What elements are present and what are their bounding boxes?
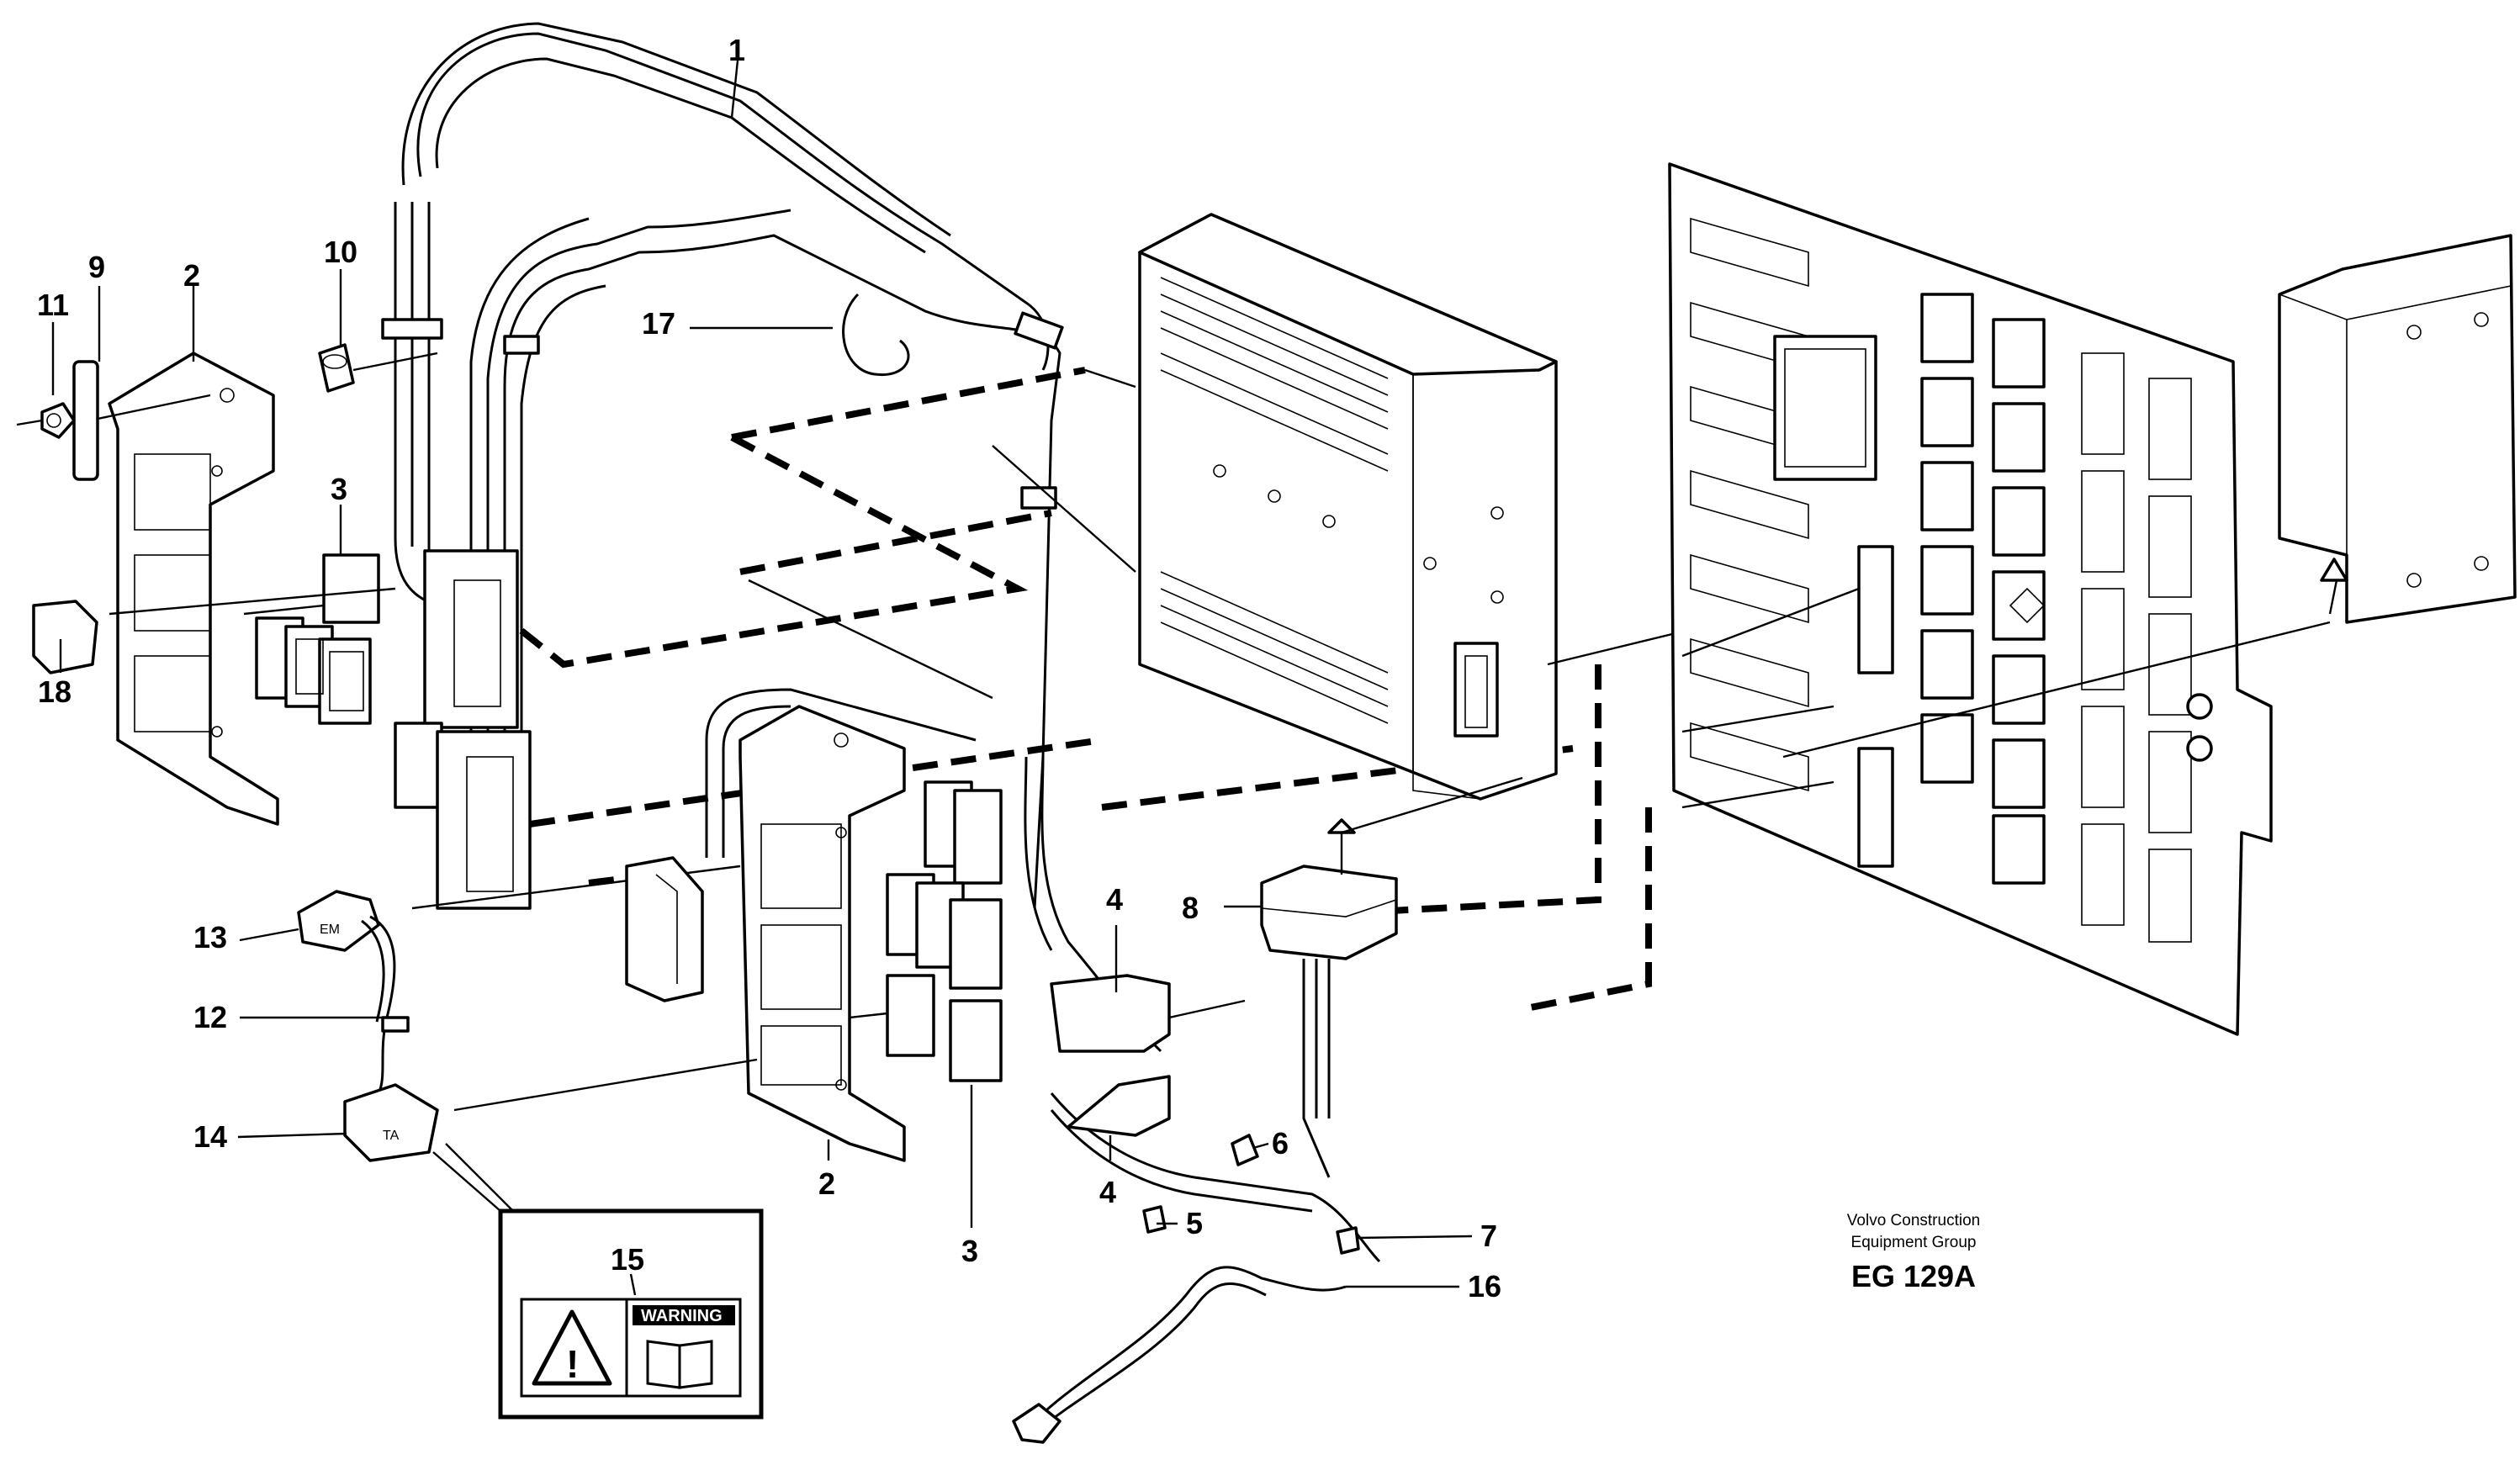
callout-6: 6 — [1272, 1126, 1289, 1161]
callout-2-left: 2 — [183, 258, 200, 293]
relay-group-center — [849, 780, 1003, 1082]
harness-connectors-left — [109, 549, 532, 910]
caption-line-2: Equipment Group — [1851, 1234, 1977, 1251]
callout-2-center: 2 — [818, 1166, 835, 1201]
callout-5: 5 — [1186, 1206, 1203, 1240]
plug-connector-small — [32, 600, 98, 674]
em-connector-label: EM — [320, 923, 340, 937]
relay-circuit-board — [1668, 162, 2273, 1036]
relay-group-left — [243, 553, 380, 725]
small-terminals — [1142, 1134, 1360, 1255]
callout-14: 14 — [193, 1119, 227, 1154]
callout-numbers: 1 2 9 11 10 17 3 18 13 12 14 2 3 4 4 8 5… — [37, 33, 1501, 1303]
callout-8: 8 — [1182, 891, 1199, 925]
svg-text:!: ! — [566, 1342, 579, 1386]
callout-15: 15 — [611, 1242, 644, 1277]
warning-decal: ! WARNING — [432, 1143, 764, 1420]
figure-code: EG 129A — [1851, 1259, 1976, 1293]
open-book-icon — [646, 1340, 713, 1389]
callout-10: 10 — [324, 235, 357, 269]
callout-18: 18 — [38, 674, 71, 709]
figure-caption: Volvo Construction Equipment Group EG 12… — [1847, 1212, 1980, 1293]
data-cable — [1012, 1266, 1347, 1444]
callout-4-bottom: 4 — [1099, 1175, 1116, 1209]
fastener-hardware — [16, 343, 438, 481]
leader-lines — [51, 51, 1473, 1296]
relay-bracket-left — [108, 352, 279, 826]
callout-4-top: 4 — [1106, 882, 1123, 917]
callout-9: 9 — [88, 250, 105, 284]
ta-connector-label: TA — [383, 1129, 400, 1143]
ribbon-connectors — [1050, 974, 1246, 1137]
hook-clip — [842, 293, 910, 376]
warning-triangle-icon — [532, 1309, 612, 1386]
caption-line-1: Volvo Construction — [1847, 1212, 1980, 1229]
callout-16: 16 — [1468, 1269, 1501, 1303]
jumper-harness: EM TA — [297, 890, 439, 1162]
harness-plug-8 — [1260, 776, 1523, 1178]
callout-1: 1 — [728, 33, 745, 67]
callout-3-center: 3 — [961, 1234, 978, 1268]
callout-12: 12 — [193, 1000, 227, 1034]
relay-bracket-center — [411, 705, 906, 1162]
callout-13: 13 — [193, 920, 227, 954]
callout-17: 17 — [642, 306, 675, 341]
callout-11: 11 — [37, 288, 69, 322]
callout-3-left: 3 — [331, 472, 347, 506]
harness-plug-center — [625, 856, 704, 1002]
callout-7: 7 — [1480, 1219, 1497, 1253]
wiring-harness — [381, 22, 1381, 1263]
warning-label-text: WARNING — [641, 1307, 723, 1325]
control-unit-box — [1138, 213, 1860, 801]
cover-plate — [1782, 234, 2517, 759]
